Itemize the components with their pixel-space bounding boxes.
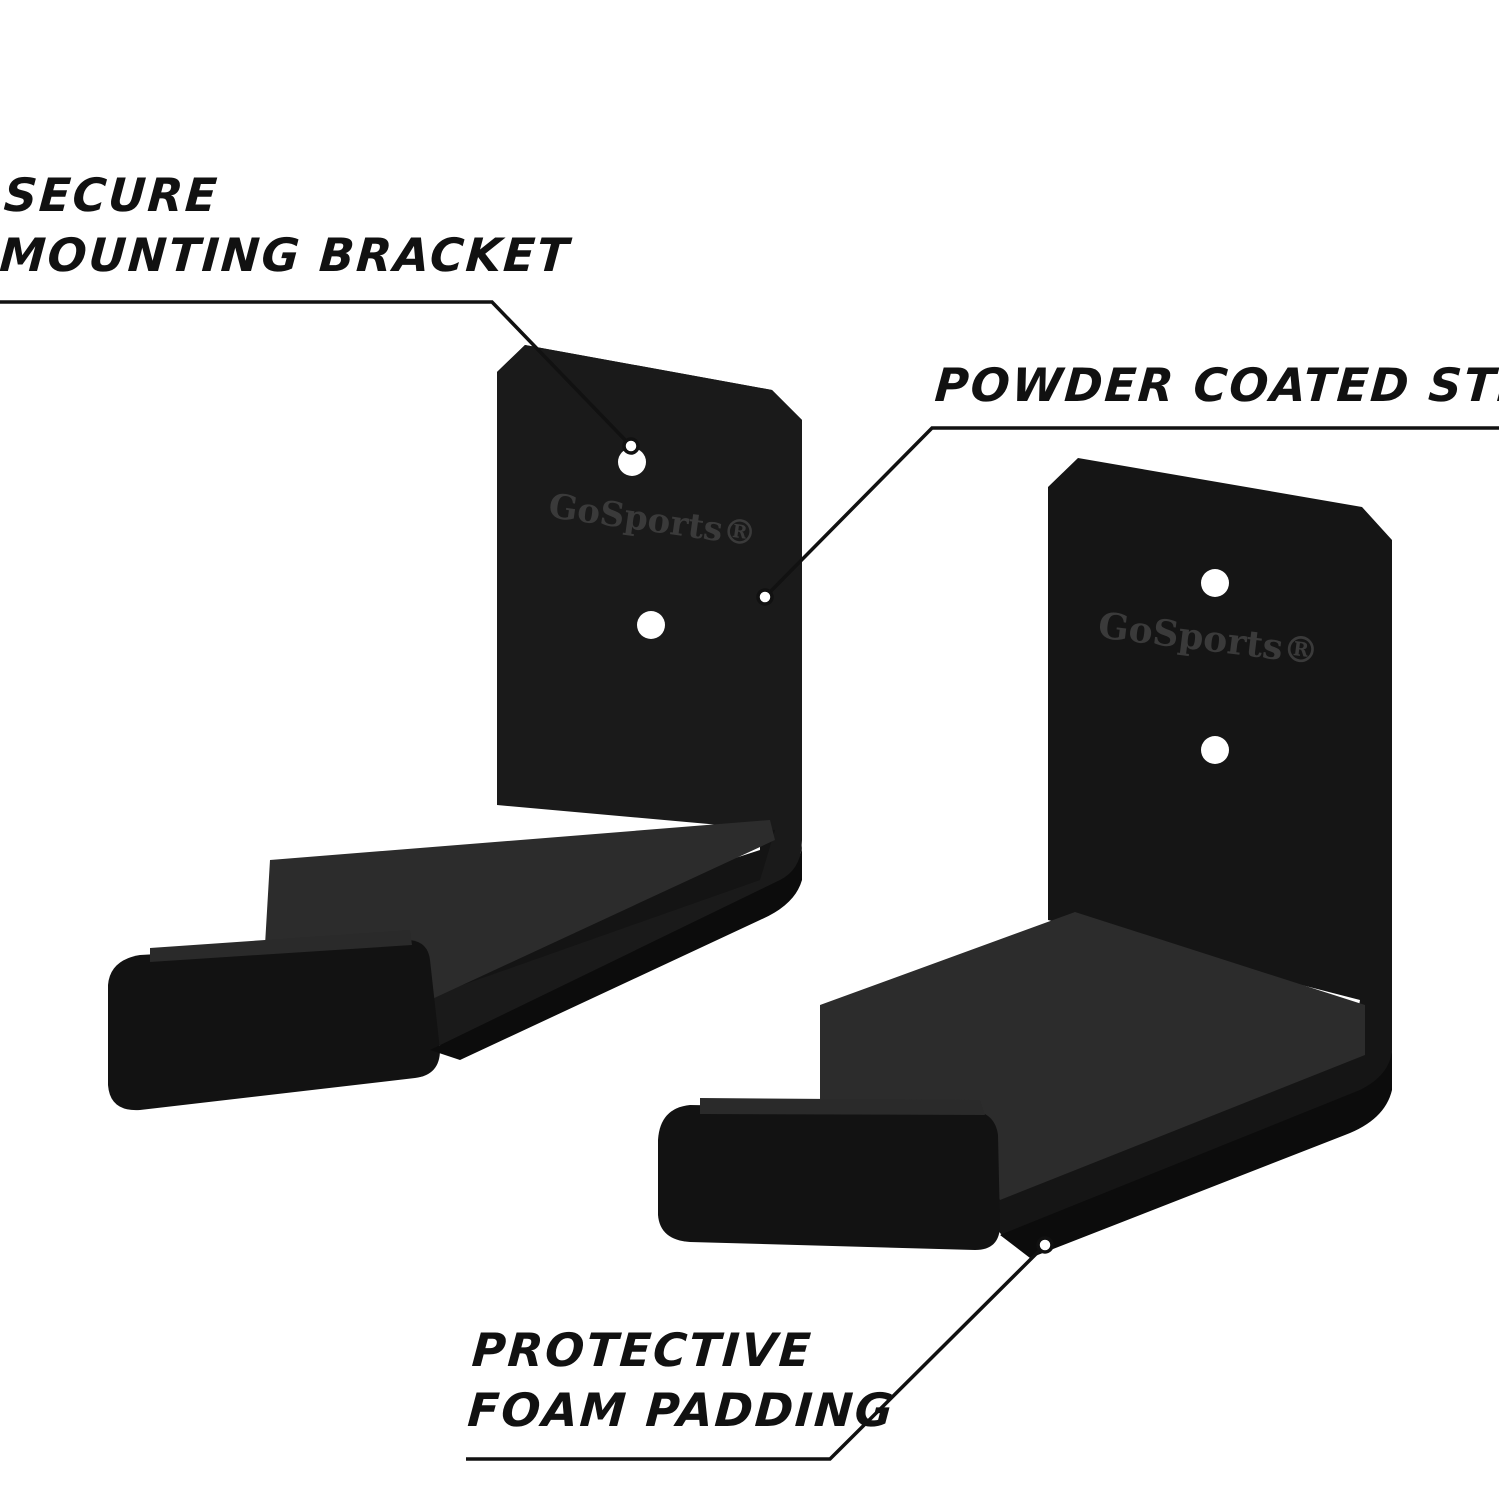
callout-text: FOAM PADDING bbox=[466, 1383, 897, 1437]
steel-callout-label: POWDER COATED STEEL bbox=[933, 355, 1499, 415]
right-bracket: GoSports® bbox=[658, 458, 1392, 1258]
callout-text: POWDER COATED STEEL bbox=[933, 358, 1499, 412]
callout-text: MOUNTING BRACKET bbox=[0, 228, 573, 282]
steel-callout-dot bbox=[756, 588, 774, 606]
foam-callout-line bbox=[466, 1243, 1047, 1461]
left-bracket: GoSports® bbox=[108, 345, 802, 1111]
callout-text: PROTECTIVE bbox=[470, 1323, 815, 1377]
foam-callout-dot bbox=[1036, 1236, 1054, 1254]
foam-callout-label: PROTECTIVE FOAM PADDING bbox=[466, 1320, 901, 1440]
callout-text: SECURE bbox=[2, 168, 221, 222]
mounting-callout-label: SECURE MOUNTING BRACKET bbox=[0, 165, 577, 285]
mounting-callout-line bbox=[0, 300, 632, 447]
steel-callout-line bbox=[764, 426, 1499, 598]
mounting-callout-dot bbox=[622, 437, 640, 455]
